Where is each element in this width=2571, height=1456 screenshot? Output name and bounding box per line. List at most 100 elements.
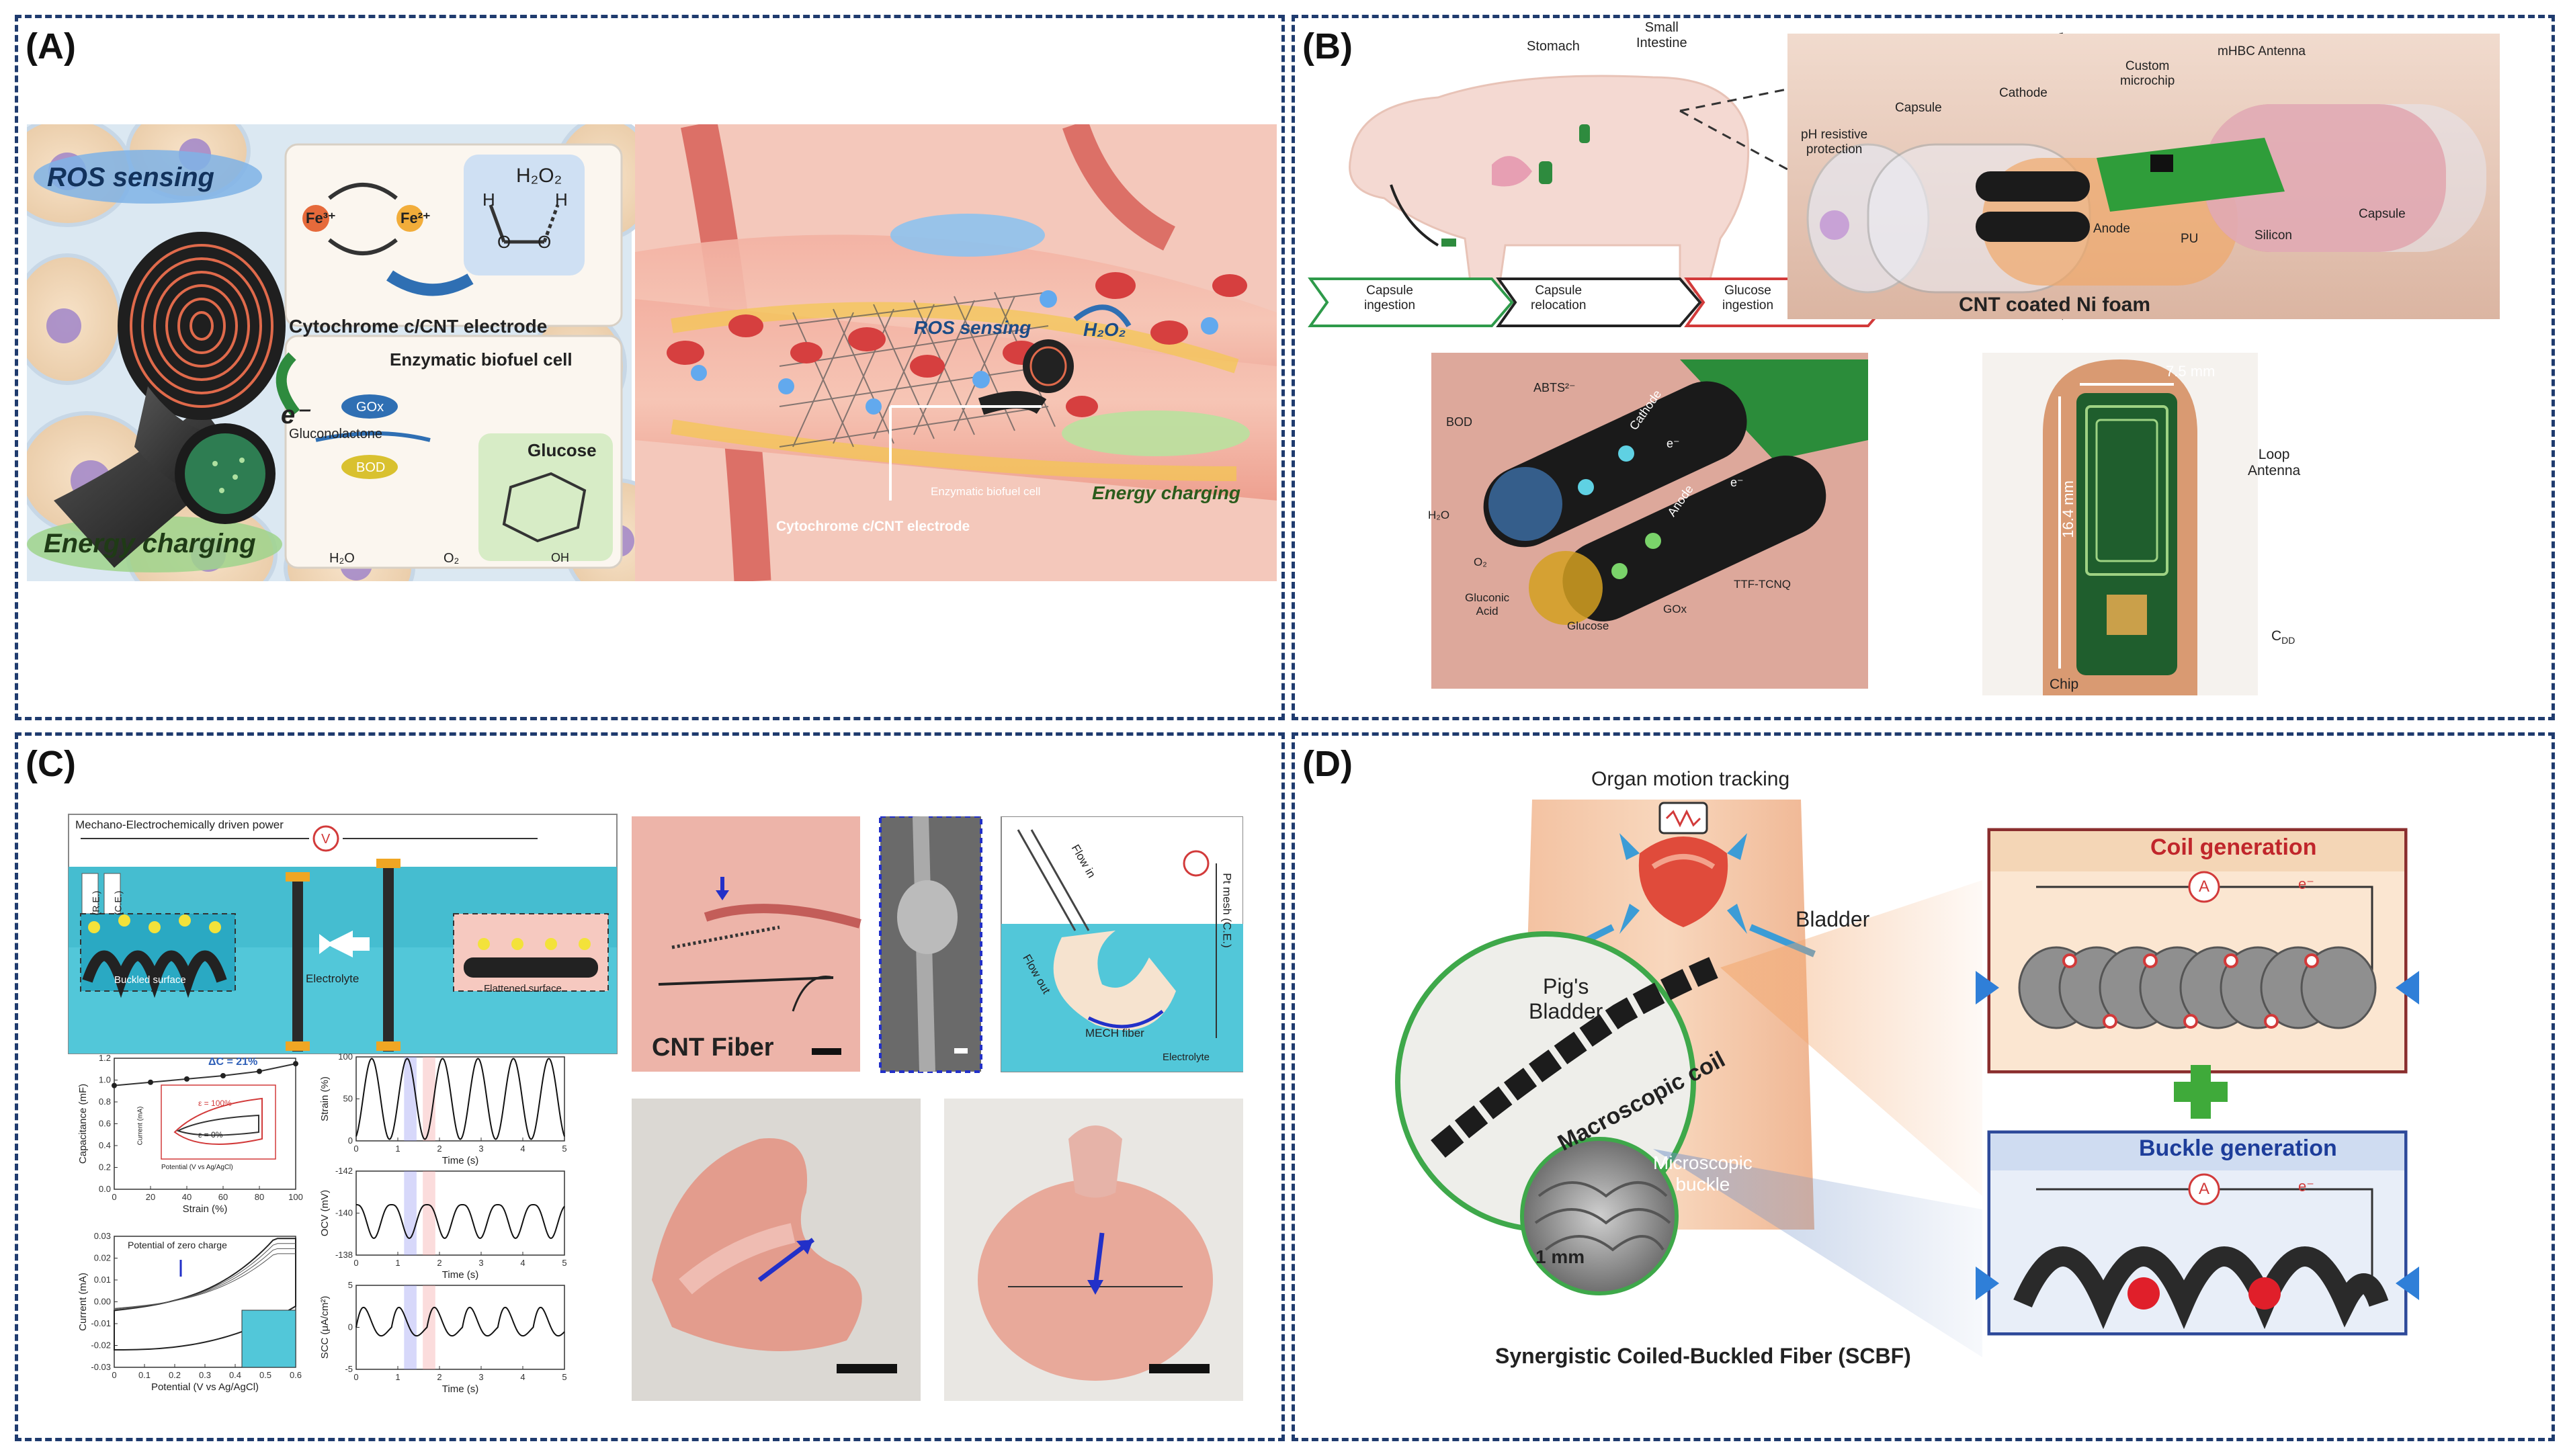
- electron-d-1: e⁻: [2298, 875, 2314, 892]
- x-tick-label: 0.4: [229, 1370, 241, 1380]
- h-right-label: H: [555, 189, 568, 210]
- panel-d-illustration: [1395, 800, 2419, 1357]
- cv-inset-frame: [161, 1084, 276, 1160]
- x-tick-label: 100: [288, 1192, 303, 1202]
- x-tick-label: 0: [112, 1192, 116, 1202]
- vessel-ros-label: ROS sensing: [914, 317, 1031, 338]
- x-tick-label: 0: [353, 1372, 358, 1382]
- cnt-fiber-label: CNT Fiber: [652, 1033, 774, 1062]
- o2-label: O₂: [444, 551, 460, 566]
- x-tick-label: 0.2: [169, 1370, 181, 1380]
- capacitance-point: [257, 1068, 262, 1074]
- capacitance-point: [220, 1073, 226, 1078]
- inset-ylabel: Current (mA): [136, 1106, 144, 1146]
- pu-label: PU: [2181, 232, 2199, 246]
- gox-label: GOx: [356, 400, 384, 415]
- y-tick-label: 0.6: [99, 1119, 111, 1129]
- cv-inset-curve-strained: [173, 1097, 263, 1145]
- flow-glucose-ingestion: Glucose ingestion: [1722, 284, 1774, 312]
- buckle-generation-label: Buckle generation: [2139, 1136, 2337, 1161]
- panel-b-illustration: [1308, 32, 2500, 695]
- organ-motion-label: Organ motion tracking: [1591, 768, 1790, 790]
- cytochrome-electrode-label: Cytochrome c/CNT electrode: [289, 316, 548, 337]
- y-axis-label: Strain (%): [319, 1076, 331, 1121]
- y-axis-label: OCV (mV): [319, 1190, 331, 1236]
- y-tick-label: 0.00: [94, 1297, 111, 1307]
- y-tick-label: 5: [348, 1280, 353, 1290]
- panel-c-schematic: [68, 814, 618, 1054]
- vessel-h2o2-label: H₂O₂: [1083, 319, 1126, 340]
- highlight-band-blue: [404, 1285, 417, 1369]
- cv-inset-schematic: [241, 1310, 296, 1368]
- y-tick-label: 0.03: [94, 1231, 111, 1241]
- highlight-band-blue: [404, 1171, 417, 1255]
- mech-title-label: Mechano-Electrochemically driven power: [75, 818, 284, 831]
- fe3-label: Fe³⁺: [306, 210, 336, 226]
- y-axis-label: Current (mA): [77, 1273, 89, 1331]
- height-dimension-label: 16.4 mm: [2059, 480, 2076, 538]
- y-tick-label: -138: [335, 1250, 353, 1260]
- voltmeter-label: V: [321, 832, 331, 847]
- x-tick-label: 1: [395, 1144, 400, 1154]
- y-tick-label: 0.01: [94, 1275, 111, 1285]
- anode-label: Anode: [2093, 222, 2130, 236]
- ph-protection-label: pH resistive protection: [1801, 128, 1868, 157]
- x-tick-label: 3: [478, 1372, 483, 1382]
- cv-inset-curve-unstrained: [176, 1114, 259, 1136]
- h2o-label-b: H₂O: [1428, 509, 1450, 521]
- x-tick-label: 40: [182, 1192, 192, 1202]
- ammeter-label-1: A: [2199, 877, 2210, 896]
- panel-d-frame: [1292, 732, 2555, 1441]
- small-intestine-label: Small Intestine: [1636, 20, 1687, 50]
- x-tick-label: 1: [395, 1258, 400, 1268]
- capacitance-point: [184, 1076, 189, 1082]
- y-axis-label: SCC (μA/cm²): [319, 1296, 331, 1359]
- y-axis-label: Capacitance (mF): [77, 1084, 89, 1164]
- inset-c100-label: ε = 100%: [198, 1099, 232, 1108]
- y-tick-label: -0.02: [91, 1340, 111, 1351]
- x-tick-label: 2: [437, 1258, 441, 1268]
- gox-label-b: GOx: [1663, 603, 1687, 615]
- y-tick-label: 0: [348, 1136, 353, 1146]
- ros-sensing-label: ROS sensing: [47, 163, 214, 192]
- h-left-label: H: [482, 189, 495, 210]
- ttf-tcnq-label: TTF-TCNQ: [1734, 578, 1791, 591]
- capacitance-point: [293, 1061, 298, 1067]
- capacitance-line: [114, 1063, 296, 1086]
- gluconic-acid-label: Gluconic Acid: [1465, 591, 1510, 617]
- plot-frame: [355, 1056, 565, 1142]
- vessel-energy-label: Energy charging: [1092, 482, 1240, 503]
- x-axis-label: Potential (V vs Ag/AgCl): [151, 1381, 259, 1393]
- y-tick-label: 0.2: [99, 1162, 111, 1172]
- y-tick-label: -142: [335, 1166, 353, 1176]
- flow-capsule-ingestion: Capsule ingestion: [1364, 284, 1416, 312]
- capsule-label-2: Capsule: [2359, 207, 2406, 221]
- pt-mesh-label: Pt mesh (C.E.): [1220, 873, 1234, 948]
- x-tick-label: 20: [146, 1192, 155, 1202]
- gluconolactone-label: Gluconolactone: [289, 427, 382, 441]
- y-tick-label: 50: [343, 1094, 353, 1104]
- y-tick-label: 0.02: [94, 1253, 111, 1263]
- y-tick-label: 1.2: [99, 1053, 111, 1063]
- x-tick-label: 0.6: [290, 1370, 302, 1380]
- silicon-label: Silicon: [2254, 228, 2292, 243]
- delta-c-label: ΔC = 21%: [208, 1056, 258, 1068]
- panel-c-label: (C): [26, 744, 76, 784]
- x-tick-label: 5: [562, 1144, 566, 1154]
- panel-b-frame: [1292, 15, 2555, 720]
- x-tick-label: 2: [437, 1372, 441, 1382]
- x-tick-label: 0.5: [259, 1370, 271, 1380]
- vessel-enzymatic-label: Enzymatic biofuel cell: [931, 485, 1041, 498]
- o-left-label: O: [497, 232, 511, 252]
- o-right-label: O: [538, 232, 552, 252]
- cdd-subscript: DD: [2281, 635, 2295, 646]
- electron-b-2: e⁻: [1730, 476, 1744, 489]
- electron-b-1: e⁻: [1667, 437, 1680, 450]
- scale-1mm-label: 1 mm: [1535, 1246, 1585, 1267]
- cnt-coated-label: CNT coated Ni foam: [1959, 294, 2151, 316]
- glucose-label-b: Glucose: [1567, 619, 1609, 632]
- highlight-band-red: [423, 1285, 435, 1369]
